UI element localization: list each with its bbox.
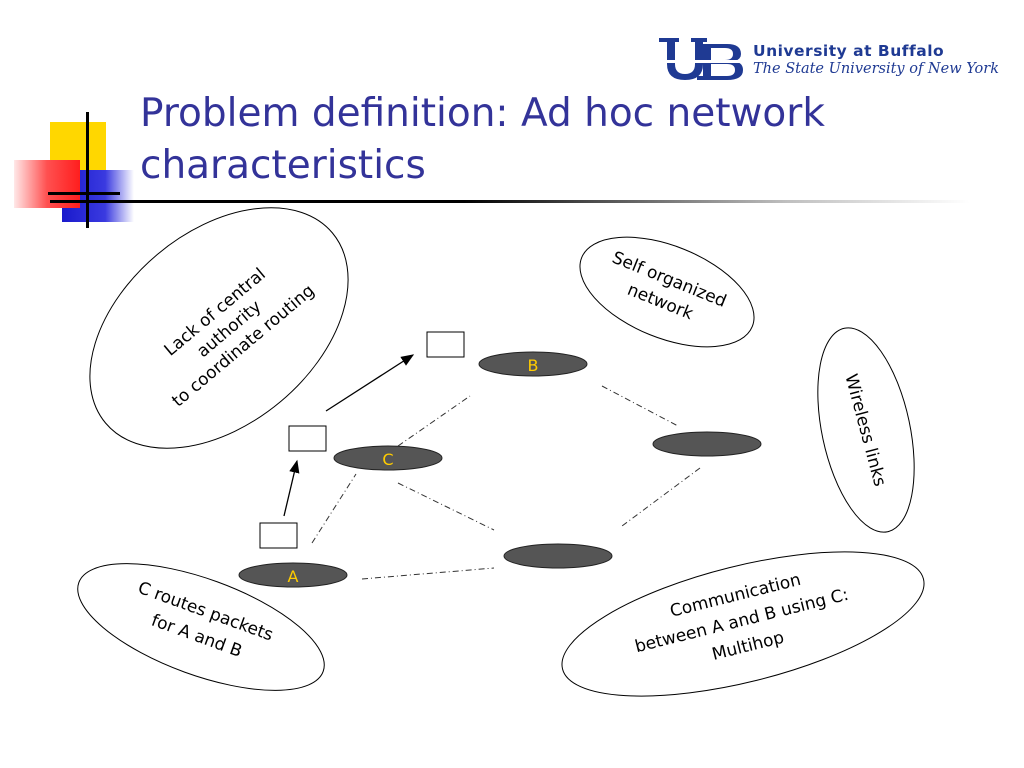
university-logo: University at Buffalo The State Universi… bbox=[657, 34, 999, 84]
logo-name: University at Buffalo bbox=[753, 42, 945, 60]
callout-self-organized-outline bbox=[579, 236, 755, 348]
node-right-ellipse bbox=[652, 431, 762, 457]
node-b-ellipse bbox=[478, 351, 588, 377]
link-c-bottom bbox=[397, 482, 495, 531]
ub-logo-icon bbox=[659, 38, 745, 80]
node-a-label: A bbox=[288, 567, 299, 586]
node-c-ellipse bbox=[333, 445, 443, 471]
decor-vertical-rule bbox=[86, 112, 89, 228]
route-arrow-2 bbox=[325, 354, 415, 412]
callout-wireless-line-1: Wireless links bbox=[840, 372, 889, 489]
node-c: C bbox=[333, 445, 443, 471]
link-b-right bbox=[601, 385, 679, 427]
link-a-c bbox=[311, 473, 357, 544]
logo-subtitle: The State University of New York bbox=[753, 61, 999, 77]
link-a-bottom bbox=[361, 567, 495, 580]
packet-box-middle bbox=[288, 425, 327, 452]
slide-title: Problem definition: Ad hoc network chara… bbox=[140, 88, 940, 192]
link-right-bottom bbox=[621, 467, 701, 527]
node-c-label: C bbox=[382, 450, 393, 469]
callout-communication-outline bbox=[561, 551, 925, 697]
packet-box-top bbox=[426, 331, 465, 358]
node-bottom-ellipse bbox=[503, 543, 613, 569]
node-right bbox=[652, 431, 762, 457]
callout-wireless-links: Wireless links bbox=[817, 327, 915, 533]
node-a-ellipse bbox=[238, 562, 348, 588]
link-c-b bbox=[397, 395, 471, 447]
node-a: A bbox=[238, 562, 348, 588]
decor-horizontal-rule bbox=[48, 192, 120, 195]
callout-lack-of-authority-outline bbox=[89, 207, 349, 449]
title-line-1: Problem definition: Ad hoc network bbox=[140, 91, 825, 136]
callout-self-organized: Self organized network bbox=[579, 236, 755, 348]
node-b-label: B bbox=[528, 356, 539, 375]
title-underline bbox=[50, 200, 970, 203]
node-b: B bbox=[478, 351, 588, 377]
callout-wireless-outline bbox=[817, 327, 915, 533]
callout-c-routes-outline bbox=[77, 563, 325, 691]
node-bottom bbox=[503, 543, 613, 569]
title-line-2: characteristics bbox=[140, 143, 426, 188]
callout-lack-of-authority: Lack of central authority to coordinate … bbox=[89, 207, 349, 449]
packet-box-bottom bbox=[259, 522, 298, 549]
wireless-links bbox=[311, 385, 701, 580]
route-arrow-1 bbox=[283, 459, 300, 517]
